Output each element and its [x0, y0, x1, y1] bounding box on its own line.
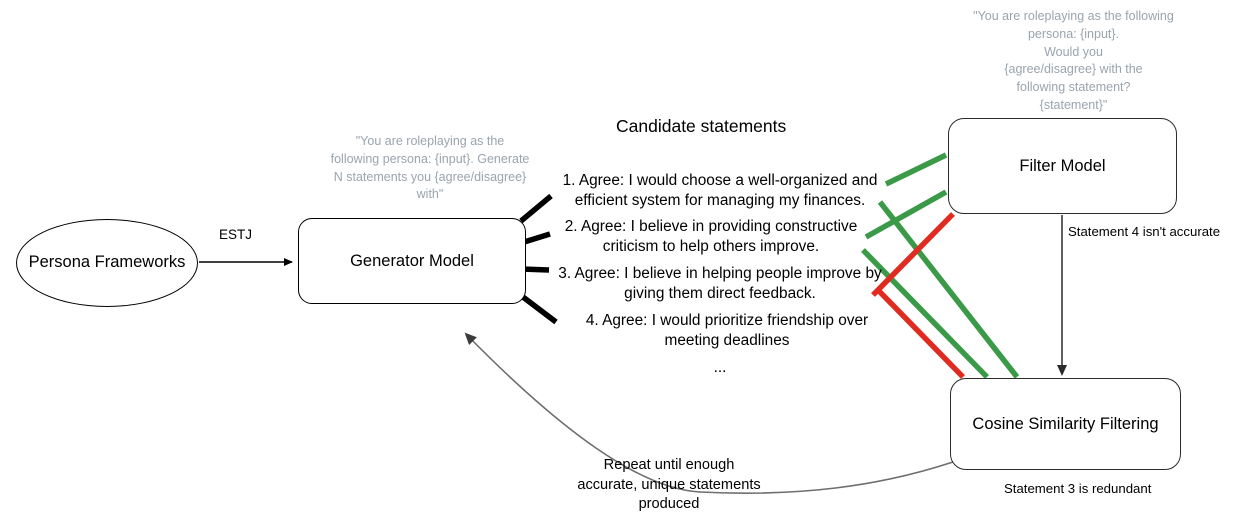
node-cosine-similarity-filtering[interactable]: Cosine Similarity Filtering: [950, 378, 1181, 470]
edge-label-feedback-loop: Repeat until enough accurate, unique sta…: [577, 457, 761, 513]
prompt-note-filter: "You are roleplaying as the following pe…: [973, 9, 1174, 112]
edge-statement-1-to-filter: [884, 152, 948, 187]
edge-statement-4-to-cosine-rejected: [877, 289, 965, 379]
edge-label-statement-4-inaccurate: Statement 4 isn't accurate: [1068, 224, 1221, 239]
node-cosine-similarity-filtering-label: Cosine Similarity Filtering: [972, 414, 1159, 433]
edge-statement-3-to-cosine: [861, 248, 989, 379]
candidate-statements-ellipsis: ...: [713, 359, 727, 376]
edge-label-statement-3-redundant: Statement 3 is redundant: [1004, 481, 1152, 496]
edge-statement-3-to-filter-rejected: [871, 212, 955, 297]
node-persona-frameworks[interactable]: Persona Frameworks: [16, 219, 198, 307]
node-generator-model[interactable]: Generator Model: [298, 218, 526, 304]
candidate-statement-3: 3. Agree: I believe in helping people im…: [558, 265, 882, 303]
node-filter-model-label: Filter Model: [1019, 156, 1106, 175]
node-generator-model-label: Generator Model: [350, 251, 474, 270]
edge-statement-2-to-filter: [864, 189, 948, 240]
spoke-to-statement-1: [519, 193, 553, 224]
edge-statement-2-to-cosine: [877, 200, 1020, 379]
candidate-statement-2: 2. Agree: I believe in providing constru…: [564, 218, 858, 256]
node-persona-frameworks-label: Persona Frameworks: [28, 253, 186, 272]
node-filter-model[interactable]: Filter Model: [948, 118, 1177, 214]
prompt-note-generator: "You are roleplaying as the following pe…: [330, 134, 530, 202]
edge-label-estj: ESTJ: [219, 227, 253, 242]
spoke-to-statement-4: [517, 291, 558, 325]
candidate-statements-heading: Candidate statements: [616, 116, 787, 136]
candidate-statement-1: 1. Agree: I would choose a well-organize…: [562, 172, 878, 210]
edge-feedback-loop: [464, 332, 954, 494]
candidate-statement-4: 4. Agree: I would prioritize friendship …: [585, 312, 869, 350]
